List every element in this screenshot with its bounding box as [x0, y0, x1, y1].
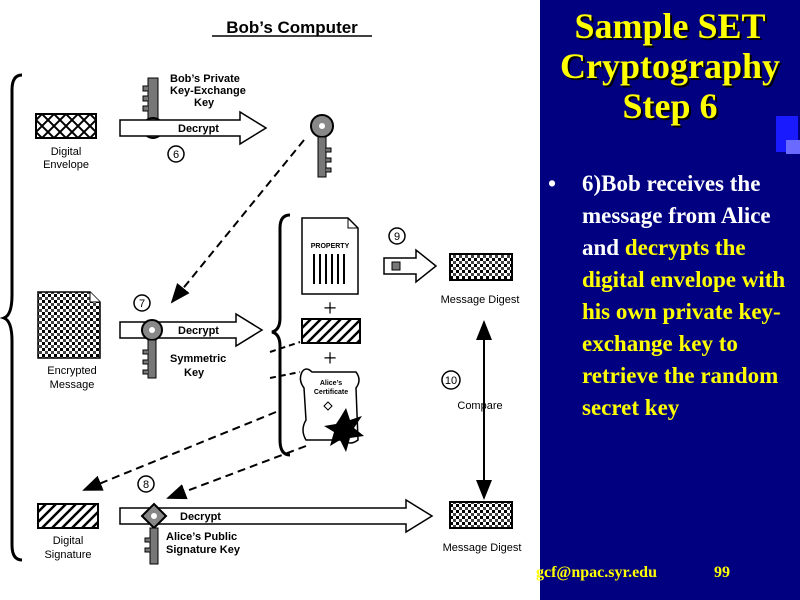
hash-function-icon: [391, 261, 401, 271]
footer-email: gcf@npac.syr.edu: [536, 564, 657, 581]
private-key-label-2: Key-Exchange: [170, 85, 246, 97]
decrypt-arrow-8: [119, 498, 434, 534]
bullet-text-yellow: decrypts the digital envelope with his o…: [582, 235, 786, 420]
slide-title: Sample SET Cryptography Step 6: [542, 6, 798, 126]
diagram-panel: Bob’s Computer Bob’s Private Key-Exchang…: [0, 0, 540, 600]
private-key-label-1: Bob’s Private: [170, 73, 240, 85]
symmetric-key-label-1: Symmetric: [170, 353, 226, 365]
digital-signature-label-1: Digital: [53, 535, 84, 547]
public-key-label-2: Signature Key: [166, 544, 241, 556]
symmetric-key-label-2: Key: [184, 367, 205, 379]
symmetric-key-icon: [141, 319, 163, 379]
decrypted-signature-icon: [301, 318, 361, 344]
digital-envelope-label-1: Digital: [51, 146, 82, 158]
property-label: PROPERTY: [311, 243, 350, 250]
dashed-arrow-key-to-7: [170, 139, 305, 304]
bullet-point: • 6)Bob receives the message from Alice …: [548, 168, 798, 424]
digital-envelope-label-2: Envelope: [43, 159, 89, 171]
encrypted-message-icon: [37, 291, 101, 359]
step-9-number: 9: [394, 231, 400, 243]
private-key-label-3: Key: [194, 97, 215, 109]
slide-title-line-2: Cryptography: [559, 46, 780, 86]
step-10-number: 10: [445, 375, 457, 387]
diagram-heading: Bob’s Computer: [226, 18, 358, 37]
digital-signature-icon: [37, 503, 99, 529]
compare-label: Compare: [457, 400, 502, 412]
step-7-number: 7: [139, 298, 145, 310]
decrypt-label-6: Decrypt: [178, 123, 219, 135]
bullet-marker: •: [548, 171, 557, 196]
property-document-icon: [301, 217, 359, 295]
recovered-symmetric-key-icon: [310, 114, 334, 178]
step-10-badge: [441, 370, 461, 390]
decrypt-label-7: Decrypt: [178, 325, 219, 337]
set-step6-diagram: Bob’s Computer Bob’s Private Key-Exchang…: [0, 18, 522, 565]
message-digest-top-icon: [449, 253, 513, 281]
dashed-link-signature: [269, 341, 301, 353]
left-brace: [0, 73, 23, 562]
certificate-label-2: Certificate: [314, 389, 348, 396]
dashed-link-certificate: [269, 371, 301, 379]
message-digest-bottom-icon: [449, 501, 513, 529]
bullet-text-white: 6)Bob receives the message from Alice an…: [582, 171, 771, 260]
step-6-badge: [167, 145, 185, 163]
slide-title-line-3: Step 6: [622, 86, 718, 126]
step-9-badge: [388, 227, 406, 245]
message-digest-top-label: Message Digest: [441, 294, 520, 306]
page-number: 99: [714, 564, 730, 581]
step-6-number: 6: [173, 149, 179, 161]
hash-arrow-9: [383, 248, 438, 284]
public-key-label-1: Alice’s Public: [166, 531, 237, 543]
message-digest-bottom-label: Message Digest: [443, 542, 522, 554]
public-key-icon: [140, 502, 168, 565]
decrypt-label-8: Decrypt: [180, 511, 221, 523]
step-8-badge: [137, 475, 155, 493]
encrypted-message-label-2: Message: [50, 379, 95, 391]
certificate-icon: [299, 368, 364, 452]
slide-title-line-1: Sample SET: [574, 6, 766, 46]
plus-sign-1: +: [323, 296, 337, 322]
step-7-badge: [133, 294, 151, 312]
step-8-number: 8: [143, 479, 149, 491]
dashed-arrow-to-signature: [82, 411, 277, 491]
encrypted-message-label-1: Encrypted: [47, 365, 97, 377]
dashed-arrow-to-public-key: [166, 445, 307, 500]
plus-sign-2: +: [323, 346, 337, 372]
certificate-label-1: Alice’s: [320, 380, 342, 387]
middle-brace: [271, 213, 291, 457]
digital-envelope-icon: [35, 113, 97, 139]
digital-signature-label-2: Signature: [44, 549, 91, 561]
decorative-block-small: [786, 140, 800, 154]
decrypt-arrow-6: [119, 110, 268, 146]
